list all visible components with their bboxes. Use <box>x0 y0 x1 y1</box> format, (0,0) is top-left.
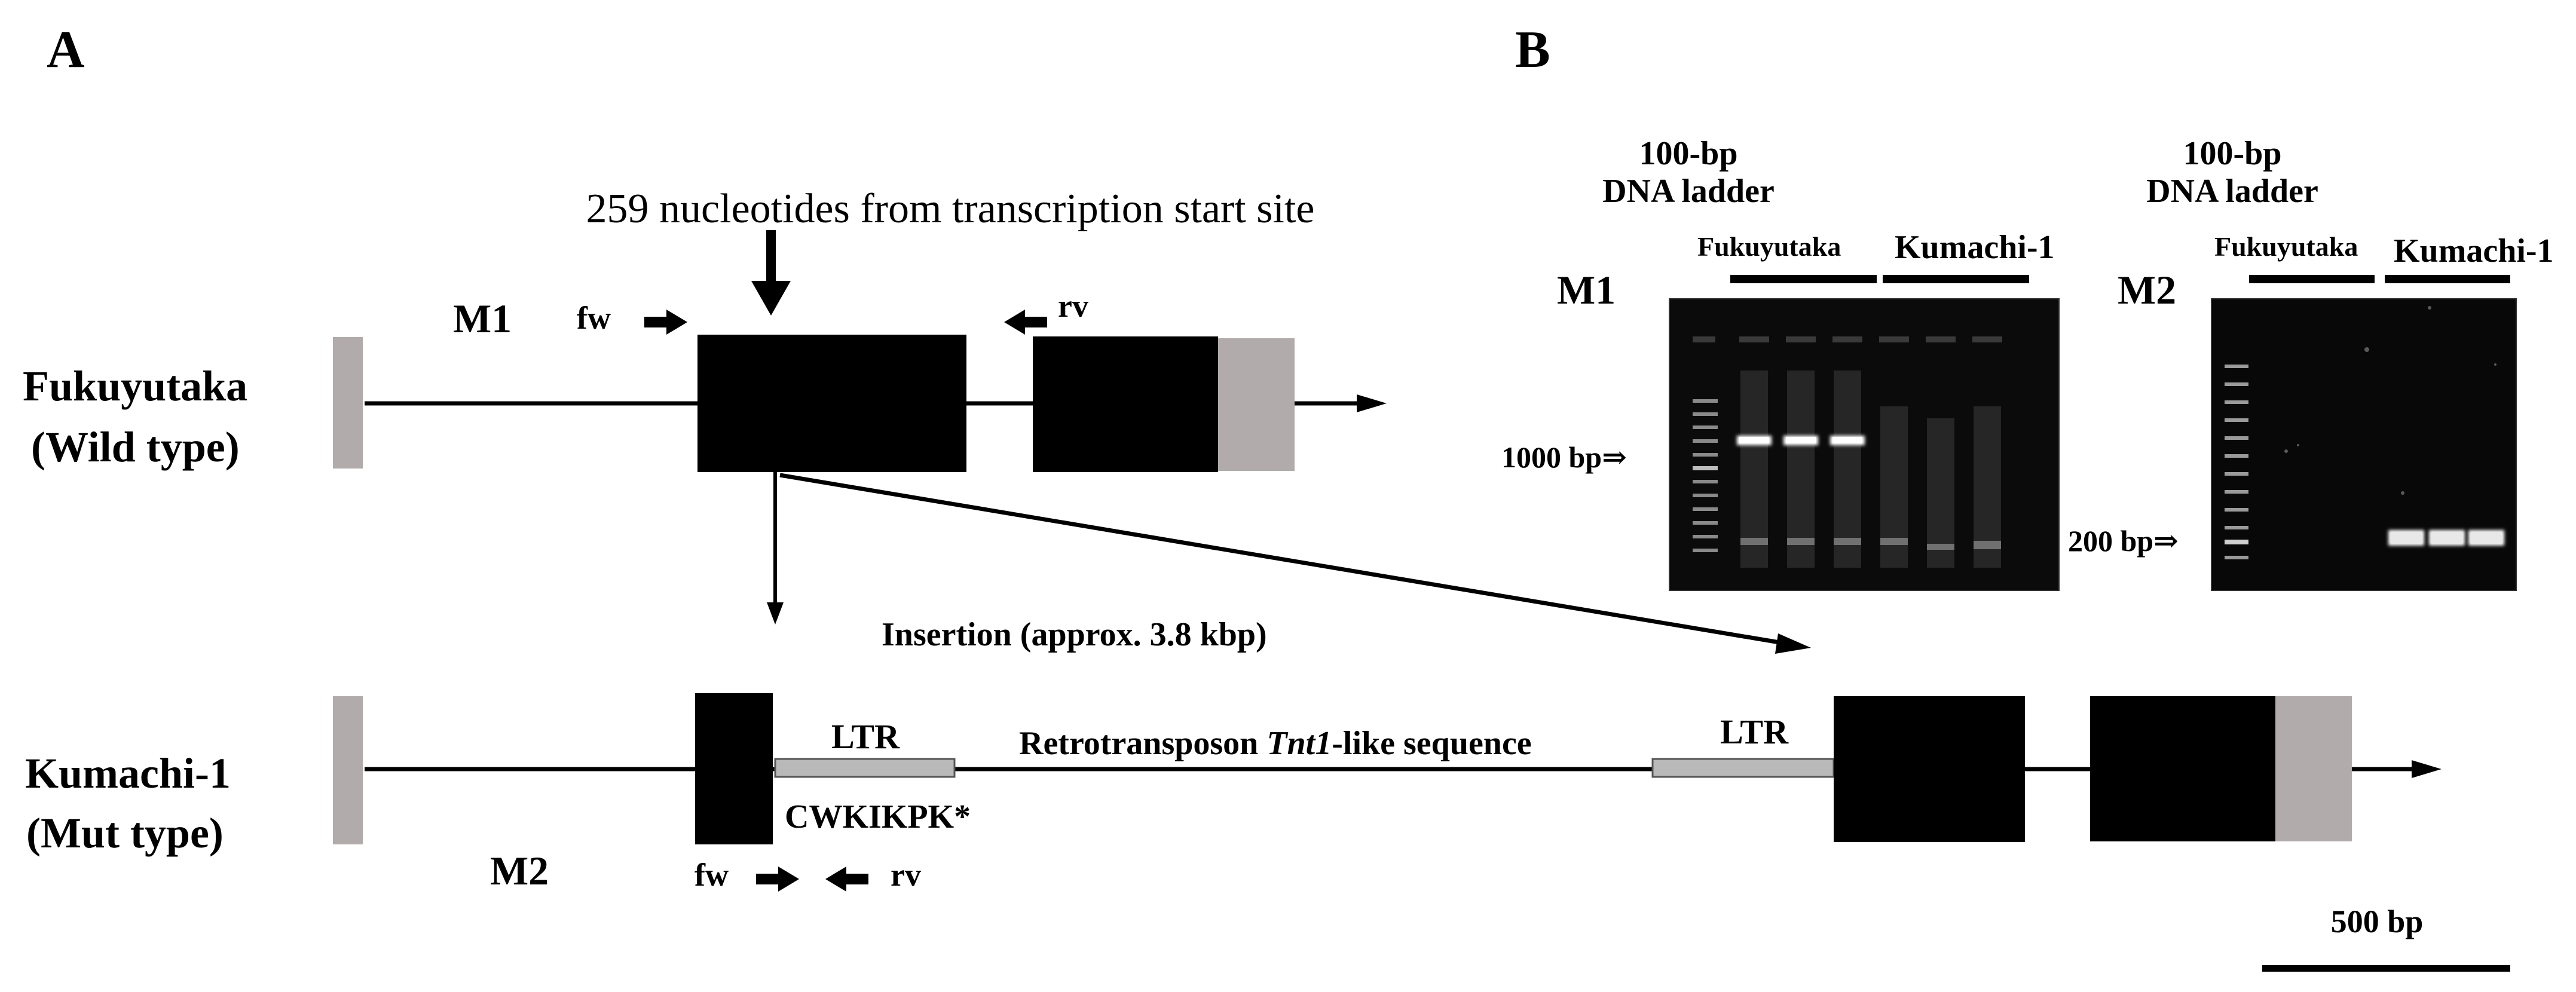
ltr-right-box <box>1651 758 1835 778</box>
m2-gel-ladder-line2: DNA ladder <box>2146 173 2318 210</box>
m2-gel-marker-label: M2 <box>2118 267 2176 313</box>
retrotransposon-italic: Tnt1 <box>1266 725 1332 762</box>
m1-gel-ladder-line2: DNA ladder <box>1602 173 1775 210</box>
wild-type-exon-2 <box>1033 336 1218 472</box>
mutant-5utr <box>333 696 363 844</box>
m1-gel-low-bands <box>1740 538 2001 550</box>
m1-gel-marker-label: M1 <box>1557 267 1616 313</box>
scale-bar <box>2262 965 2510 972</box>
wild-type-label: (Wild type) <box>31 423 240 471</box>
insertion-line-diagonal-head <box>1775 633 1811 654</box>
m1-gel-fukuyutaka-bracket <box>1730 275 1877 283</box>
m1-rv-primer-arrow <box>1004 310 1047 335</box>
wild-type-5utr <box>333 337 363 469</box>
panel-a-label: A <box>47 21 85 79</box>
mutant-label: (Mut type) <box>26 809 224 857</box>
m2-gel-kumachi-bracket <box>2385 275 2510 283</box>
m2-gel-ladder-line1: 100-bp <box>2183 135 2282 172</box>
m2-label: M2 <box>490 848 549 893</box>
mutant-gene-arrowhead <box>2412 760 2442 778</box>
m2-gel-fukuyutaka-label: Fukuyutaka <box>2214 231 2358 262</box>
scale-bar-label: 500 bp <box>2331 904 2424 939</box>
ltr-right-label: LTR <box>1720 712 1789 751</box>
m1-fw-label: fw <box>577 300 611 336</box>
wild-type-3utr <box>1218 338 1295 471</box>
m2-rv-primer-arrow <box>825 867 868 892</box>
mutant-exon-1-rest <box>1834 696 2025 842</box>
insertion-line-diagonal <box>779 473 1791 647</box>
m1-label: M1 <box>453 296 512 341</box>
m2-gel-specks <box>2284 306 2497 495</box>
m1-gel-ladder-lane <box>1693 399 1718 552</box>
m2-rv-label: rv <box>891 857 921 893</box>
m1-gel-size-marker: 1000 bp⇒ <box>1501 440 1627 474</box>
tss-down-arrow <box>751 230 791 316</box>
mutant-exon-2 <box>2090 696 2275 841</box>
m1-fw-primer-arrow <box>644 310 687 335</box>
m1-gel-ladder-line1: 100-bp <box>1639 135 1738 172</box>
retrotransposon-label: Retrotransposon Tnt1-like sequence <box>1019 725 1532 762</box>
m2-gel-kumachi-label: Kumachi-1 <box>2394 232 2554 270</box>
mutant-3utr <box>2275 696 2352 841</box>
m2-fw-label: fw <box>695 857 729 893</box>
m1-gel-image <box>1669 298 2060 591</box>
m2-gel-size-marker: 200 bp⇒ <box>2068 524 2179 558</box>
panel-b-label: B <box>1515 21 1550 79</box>
tss-annotation: 259 nucleotides from transcription start… <box>586 186 1315 232</box>
m1-gel-product-bands <box>1737 436 1865 445</box>
m2-gel-ladder-lane <box>2225 365 2248 559</box>
m2-fw-primer-arrow <box>756 867 799 892</box>
m1-rv-label: rv <box>1058 288 1088 324</box>
m1-gel-wells <box>1693 336 2002 342</box>
insertion-line-down-head <box>767 602 784 624</box>
peptide-label: CWKIKPK* <box>785 798 971 835</box>
mutant-exon-1-fragment <box>695 693 773 844</box>
mutant-name: Kumachi-1 <box>25 749 231 797</box>
m2-gel-product-bands <box>2388 530 2504 546</box>
ltr-left-label: LTR <box>831 717 900 756</box>
m1-gel-fukuyutaka-label: Fukuyutaka <box>1697 231 1841 262</box>
ltr-left-box <box>774 758 956 778</box>
wild-type-exon-1 <box>697 335 966 472</box>
m2-gel-fukuyutaka-bracket <box>2249 275 2375 283</box>
wild-type-gene-arrowhead <box>1357 394 1387 412</box>
insertion-label: Insertion (approx. 3.8 kbp) <box>882 616 1267 653</box>
m1-gel-kumachi-label: Kumachi-1 <box>1895 229 2055 266</box>
m2-gel-image <box>2211 298 2517 591</box>
m1-gel-kumachi-bracket <box>1883 275 2029 283</box>
wild-type-name: Fukuyutaka <box>23 362 247 410</box>
